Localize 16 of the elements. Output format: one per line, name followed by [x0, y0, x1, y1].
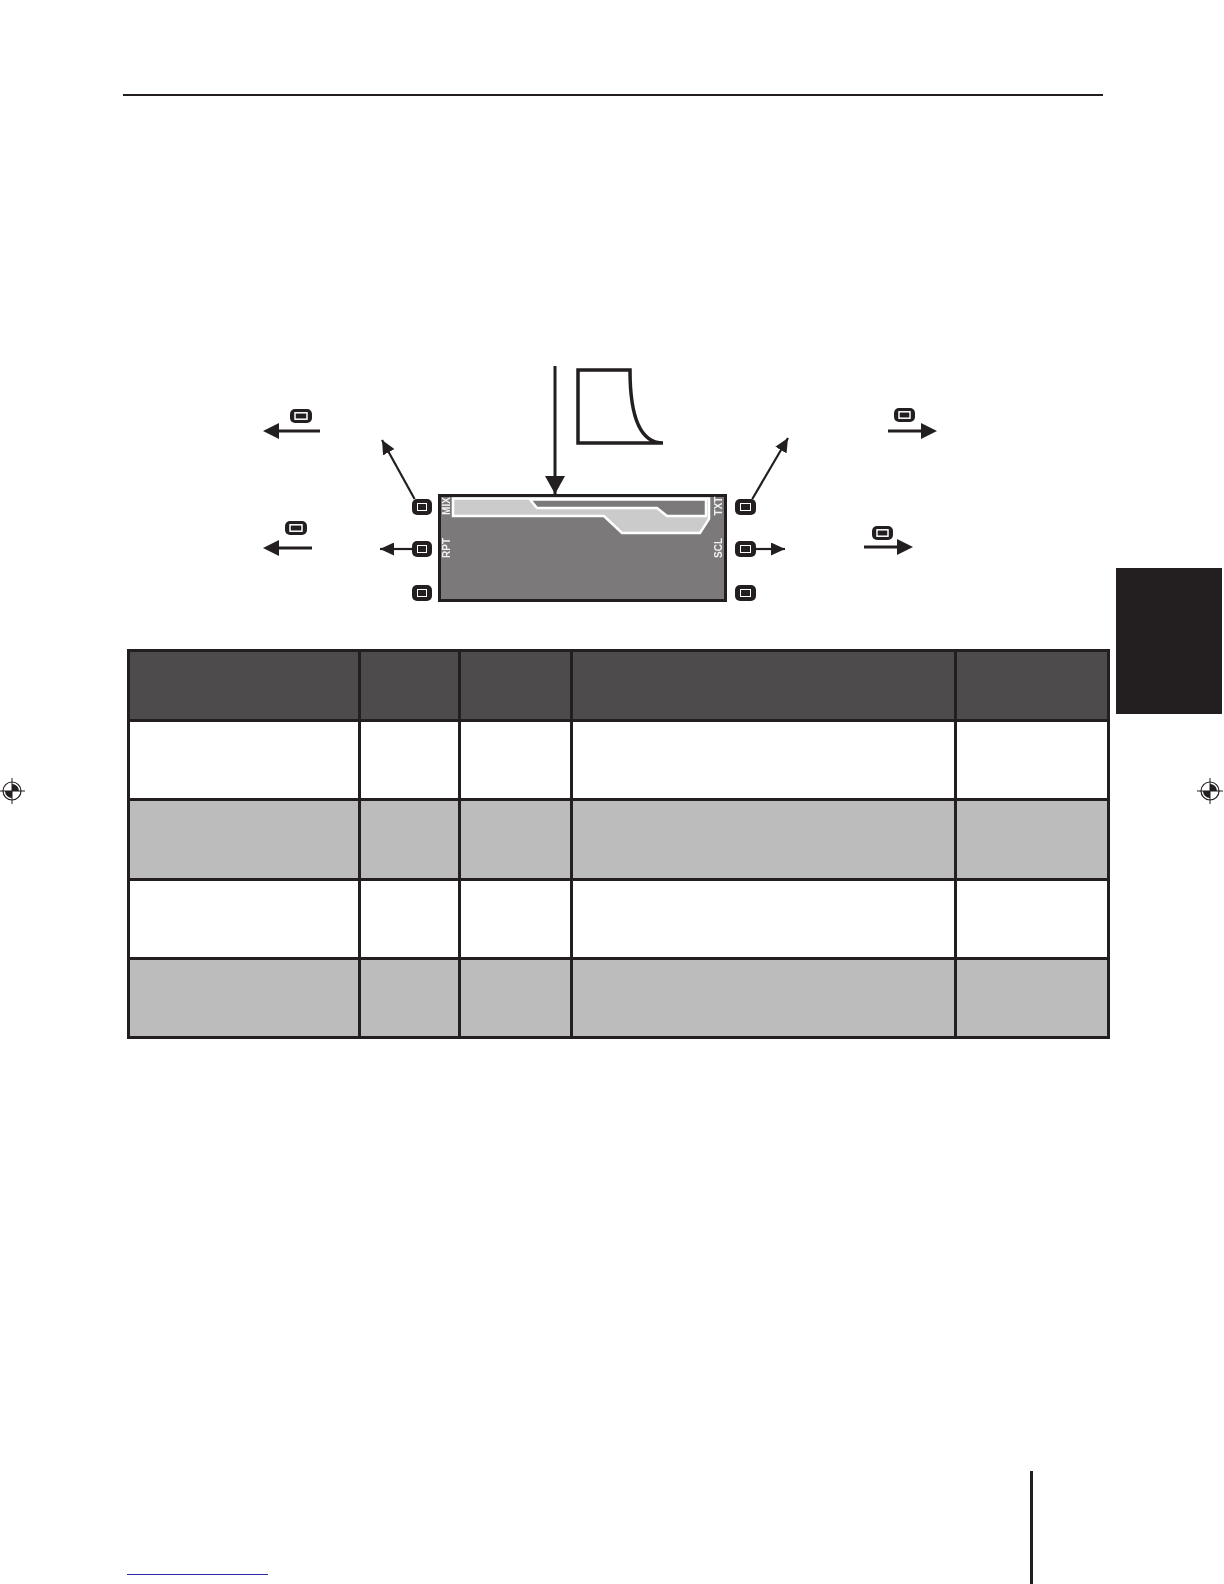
button-label: RPT [442, 538, 452, 558]
control-button [412, 585, 432, 601]
control-button [735, 585, 756, 601]
arrow [380, 542, 412, 556]
arrow [756, 542, 785, 556]
control-button [412, 541, 432, 557]
control-button [412, 499, 432, 515]
control-button [735, 499, 756, 515]
button-label: TXT [713, 496, 724, 515]
control-button [735, 541, 756, 557]
arrow [751, 437, 789, 500]
lcd-display [438, 494, 727, 602]
arrow [545, 366, 566, 494]
button-label: MIX [442, 496, 452, 515]
button-label: SCL [713, 537, 724, 558]
arrow [381, 439, 416, 500]
